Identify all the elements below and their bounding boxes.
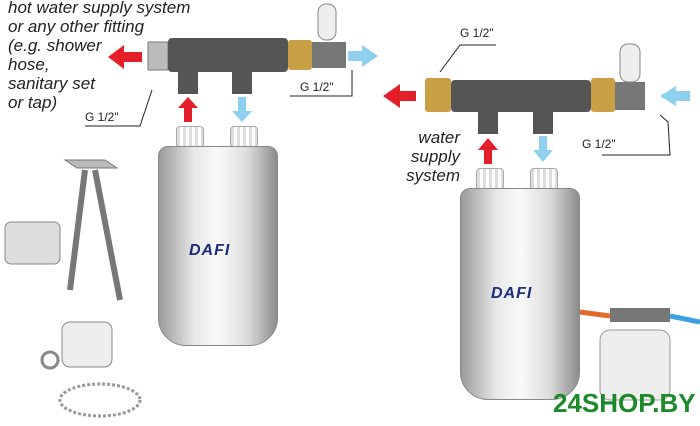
- caption-line: water: [418, 128, 460, 147]
- water-connector: [530, 168, 558, 190]
- left-water-heater: DAFI: [158, 146, 278, 346]
- caption-line: hot water supply system: [8, 0, 191, 17]
- left-manifold: [147, 3, 346, 94]
- right-caption: water supply system: [398, 128, 460, 185]
- caption-line: (e.g. shower: [8, 36, 102, 55]
- caption-line: supply: [410, 147, 460, 166]
- thread-label: G 1/2": [85, 110, 119, 124]
- right-water-heater: DAFI: [460, 188, 580, 400]
- water-connector: [230, 126, 258, 148]
- brand-logo: DAFI: [491, 285, 533, 302]
- left-caption: hot water supply system or any other fit…: [8, 0, 190, 112]
- cold-arrow: [348, 45, 378, 67]
- brand-logo: DAFI: [189, 242, 231, 259]
- thread-label: G 1/2": [582, 137, 616, 151]
- caption-line: or any other fitting: [8, 17, 145, 36]
- watermark: 24SHOP.BY: [553, 388, 696, 418]
- right-manifold: [425, 43, 645, 134]
- shower-installation-image: [40, 321, 142, 418]
- thread-label: G 1/2": [460, 26, 494, 40]
- caption-line: sanitary set: [8, 74, 95, 93]
- cold-arrow: [660, 86, 690, 106]
- caption-line: system: [406, 166, 460, 185]
- caption-line: hose,: [8, 55, 50, 74]
- hot-arrow: [383, 84, 416, 108]
- water-connector: [476, 168, 504, 190]
- hot-arrow: [108, 45, 142, 69]
- faucet-installation-image: [4, 159, 123, 301]
- cold-arrow: [533, 136, 553, 162]
- thread-label: G 1/2": [300, 80, 334, 94]
- hot-arrow: [478, 138, 498, 164]
- cold-arrow: [232, 97, 252, 122]
- hot-arrow: [178, 97, 198, 122]
- caption-line: or tap): [8, 93, 58, 112]
- water-connector: [176, 126, 204, 148]
- fitting-closeup-image: [579, 308, 700, 401]
